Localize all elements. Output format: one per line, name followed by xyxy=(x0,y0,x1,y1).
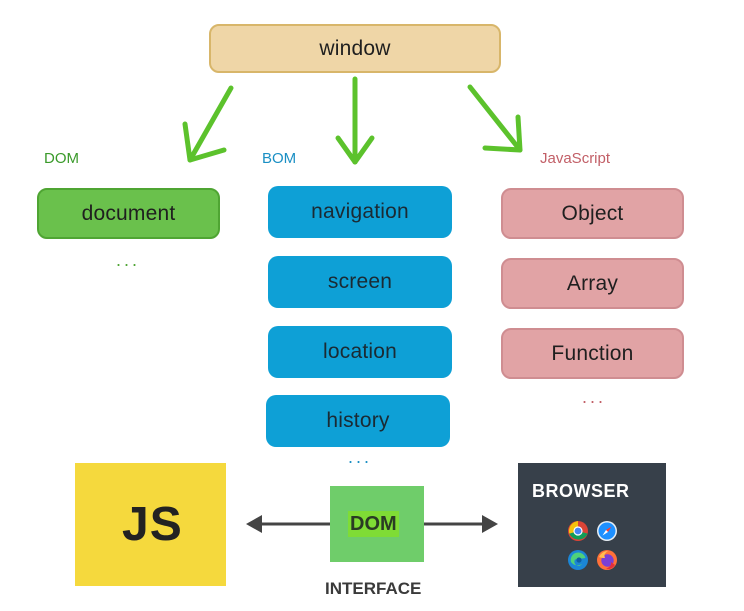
js-logo-text: JS xyxy=(122,498,183,551)
javascript-item-array: Array xyxy=(501,258,684,309)
interface-caption: INTERFACE xyxy=(325,579,422,598)
javascript-item-label: Function xyxy=(551,341,634,365)
dom-item-label: document xyxy=(81,201,176,225)
bom-item-navigation: navigation xyxy=(268,186,452,238)
chrome-icon xyxy=(568,521,588,541)
js-logo xyxy=(75,463,226,586)
arrow-to-bom xyxy=(335,76,375,165)
javascript-item-label: Object xyxy=(561,201,624,225)
bom-item-history: history xyxy=(266,395,450,447)
browser-label: BROWSER xyxy=(532,481,630,501)
javascript-heading: JavaScript xyxy=(540,150,611,167)
bom-item-label: history xyxy=(326,409,390,432)
javascript-more-ellipsis: ... xyxy=(582,387,607,407)
bom-item-label: screen xyxy=(327,270,393,293)
dom-interface-label: DOM xyxy=(348,511,399,537)
javascript-item-object: Object xyxy=(501,188,684,239)
firefox-icon xyxy=(597,550,617,570)
bom-item-screen: screen xyxy=(268,256,452,308)
bom-item-label: location xyxy=(323,340,397,363)
dom-heading: DOM xyxy=(44,150,79,167)
javascript-item-label: Array xyxy=(566,271,619,295)
bom-heading: BOM xyxy=(262,150,297,167)
arrow-to-dom xyxy=(182,85,234,163)
arrow-to-javascript xyxy=(467,84,523,153)
browser-logo-box xyxy=(518,463,666,587)
bom-item-label: navigation xyxy=(311,200,409,223)
javascript-item-function: Function xyxy=(501,328,684,379)
safari-icon xyxy=(597,521,617,541)
window-label: window xyxy=(319,36,391,60)
bom-more-ellipsis: ... xyxy=(348,447,373,467)
bom-item-location: location xyxy=(268,326,452,378)
window-node: window xyxy=(209,24,501,73)
dom-more-ellipsis: ... xyxy=(116,250,141,270)
dom-item-document: document xyxy=(37,188,220,239)
edge-icon xyxy=(568,550,588,570)
